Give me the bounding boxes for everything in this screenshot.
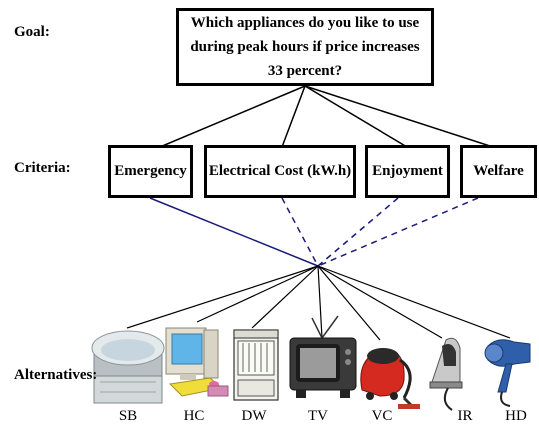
alternatives-label: Alternatives: — [14, 367, 98, 383]
criteria-link-electrical-cost — [281, 197, 319, 267]
criteria-label: Criteria: — [14, 160, 71, 176]
criteria-link-enjoyment — [317, 197, 399, 267]
goal-link-emergency — [159, 85, 306, 148]
dishwasher-icon — [233, 329, 279, 401]
goal-box: Which appliances do you like to use duri… — [176, 8, 434, 86]
alternative-label-hd: HD — [505, 408, 527, 424]
alt-link-dw — [251, 265, 319, 329]
criteria-link-emergency — [149, 197, 319, 267]
alt-link-ir — [317, 265, 443, 339]
criterion-label: Enjoyment — [372, 163, 443, 179]
criterion-enjoyment: Enjoyment — [365, 145, 450, 198]
alt-link-hd — [317, 265, 511, 339]
alternative-label-tv: TV — [308, 408, 328, 424]
goal-link-welfare — [304, 85, 494, 148]
alternative-label-sb: SB — [118, 408, 138, 424]
vacuum-cleaner-icon — [360, 348, 420, 410]
alt-link-sb — [126, 265, 319, 329]
criteria-link-welfare — [317, 197, 479, 267]
goal-link-electrical-cost — [281, 85, 306, 148]
criterion-label: Welfare — [473, 163, 524, 179]
criterion-emergency: Emergency — [108, 145, 193, 198]
alternative-label-dw: DW — [241, 408, 267, 424]
criterion-label: Emergency — [114, 163, 187, 179]
alternative-label-vc: VC — [371, 408, 393, 424]
goal-link-enjoyment — [304, 85, 408, 148]
goal-label: Goal: — [14, 24, 50, 40]
alt-link-tv — [317, 265, 323, 339]
criterion-label: Electrical Cost (kW.h) — [208, 163, 352, 179]
goal-text: Which appliances do you like to use duri… — [190, 15, 420, 79]
alt-link-vc — [317, 265, 381, 341]
alt-link-hc — [196, 265, 319, 323]
television-icon — [289, 315, 357, 398]
home-computer-icon — [165, 327, 229, 397]
alternative-label-hc: HC — [183, 408, 205, 424]
iron-icon — [429, 337, 463, 411]
bathtub-icon — [91, 330, 165, 404]
hair-dryer-icon — [484, 339, 531, 407]
criterion-welfare: Welfare — [460, 145, 537, 198]
criterion-electrical-cost: Electrical Cost (kW.h) — [204, 145, 356, 198]
alternative-label-ir: IR — [457, 408, 473, 424]
